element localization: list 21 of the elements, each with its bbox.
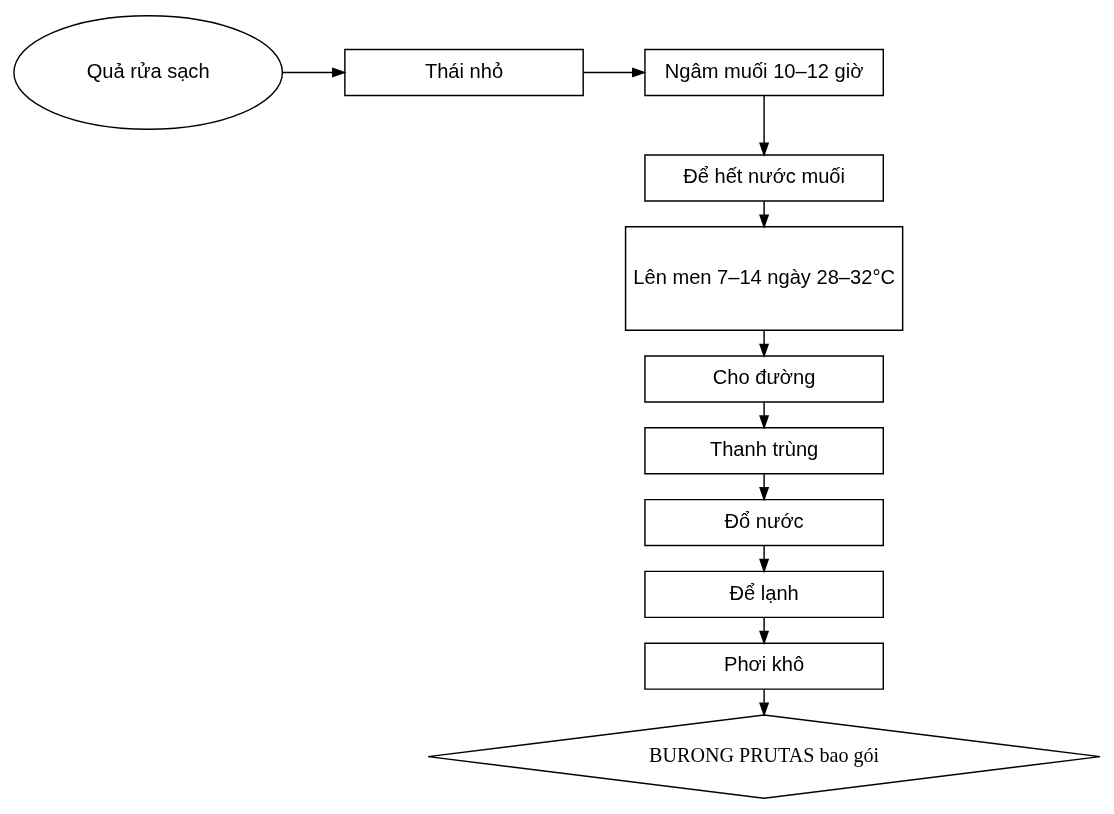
arrow (759, 616, 770, 645)
arrow (759, 94, 770, 157)
arrow (759, 401, 770, 430)
node-box: Thái nhỏ (344, 48, 584, 97)
node-box: Đổ nước (644, 498, 884, 547)
arrow (281, 67, 347, 78)
arrow (759, 473, 770, 502)
arrow (759, 545, 770, 574)
node-box: Cho đường (644, 355, 884, 403)
node-box: Thanh trùng (644, 427, 884, 475)
node-box: Để hết nước muối (644, 154, 884, 202)
arrow (582, 67, 647, 78)
node-box: Lên men 7–14 ngày 28–32°C (624, 226, 904, 331)
arrow (759, 329, 770, 358)
node-diamond: BURONG PRUTAS bao gói (427, 714, 1101, 799)
node-box: Ngâm muối 10–12 giờ (644, 48, 884, 97)
node-box: Phơi khô (644, 642, 884, 690)
node-box: Để lạnh (644, 570, 884, 619)
arrow (759, 688, 770, 717)
arrow (759, 200, 770, 229)
node-ellipse: Quả rửa sạch (13, 15, 284, 130)
